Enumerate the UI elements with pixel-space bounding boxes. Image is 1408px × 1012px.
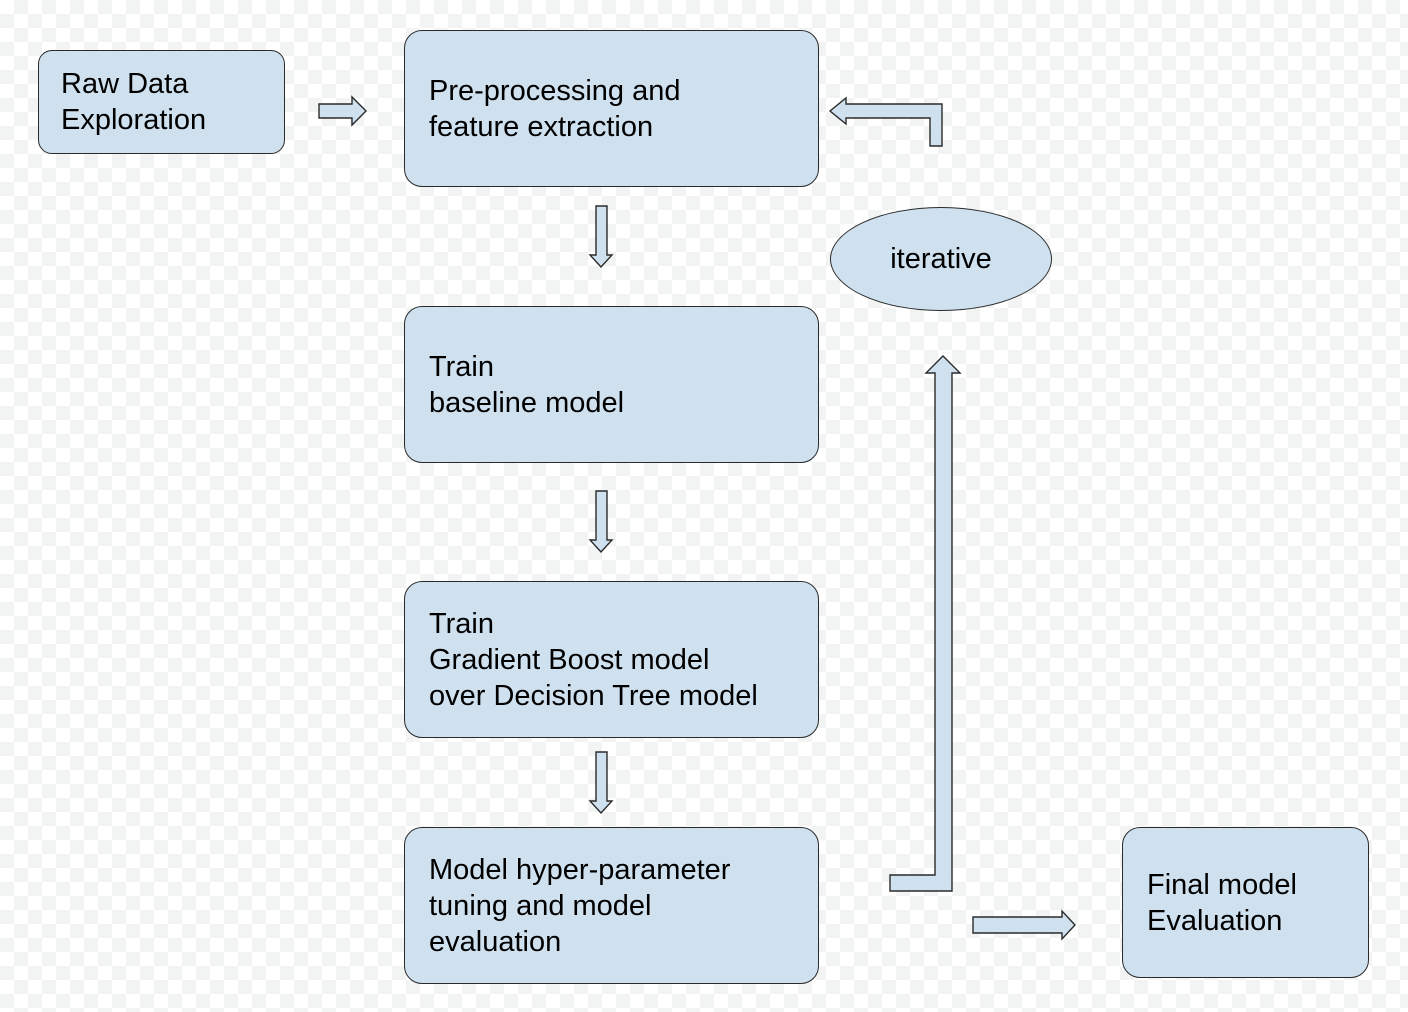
node-final-evaluation[interactable]: Final model Evaluation <box>1122 827 1369 978</box>
node-hyperparameter-tuning[interactable]: Model hyper-parameter tuning and model e… <box>404 827 819 984</box>
node-train-baseline[interactable]: Train baseline model <box>404 306 819 463</box>
arrow-tuning-to-final <box>972 909 1076 941</box>
node-raw-data-exploration[interactable]: Raw Data Exploration <box>38 50 285 154</box>
node-label: Train baseline model <box>429 350 625 419</box>
arrow-iterative-to-preprocessing <box>828 96 943 147</box>
arrow-preprocessing-to-baseline <box>588 205 614 269</box>
arrow-tuning-to-iterative <box>889 355 962 892</box>
node-train-gradient-boost[interactable]: Train Gradient Boost model over Decision… <box>404 581 819 738</box>
node-label: Model hyper-parameter tuning and model e… <box>429 853 731 958</box>
node-iterative[interactable]: iterative <box>830 207 1052 311</box>
node-label: iterative <box>890 242 992 275</box>
arrow-raw-to-preprocessing <box>318 95 367 127</box>
node-preprocessing[interactable]: Pre-processing and feature extraction <box>404 30 819 187</box>
node-label: Pre-processing and feature extraction <box>429 74 681 143</box>
node-label: Train Gradient Boost model over Decision… <box>429 607 758 712</box>
arrow-gradient-boost-to-tuning <box>588 751 614 815</box>
node-label: Raw Data Exploration <box>61 68 207 136</box>
arrow-baseline-to-gradient-boost <box>588 490 614 554</box>
node-label: Final model Evaluation <box>1147 868 1297 937</box>
